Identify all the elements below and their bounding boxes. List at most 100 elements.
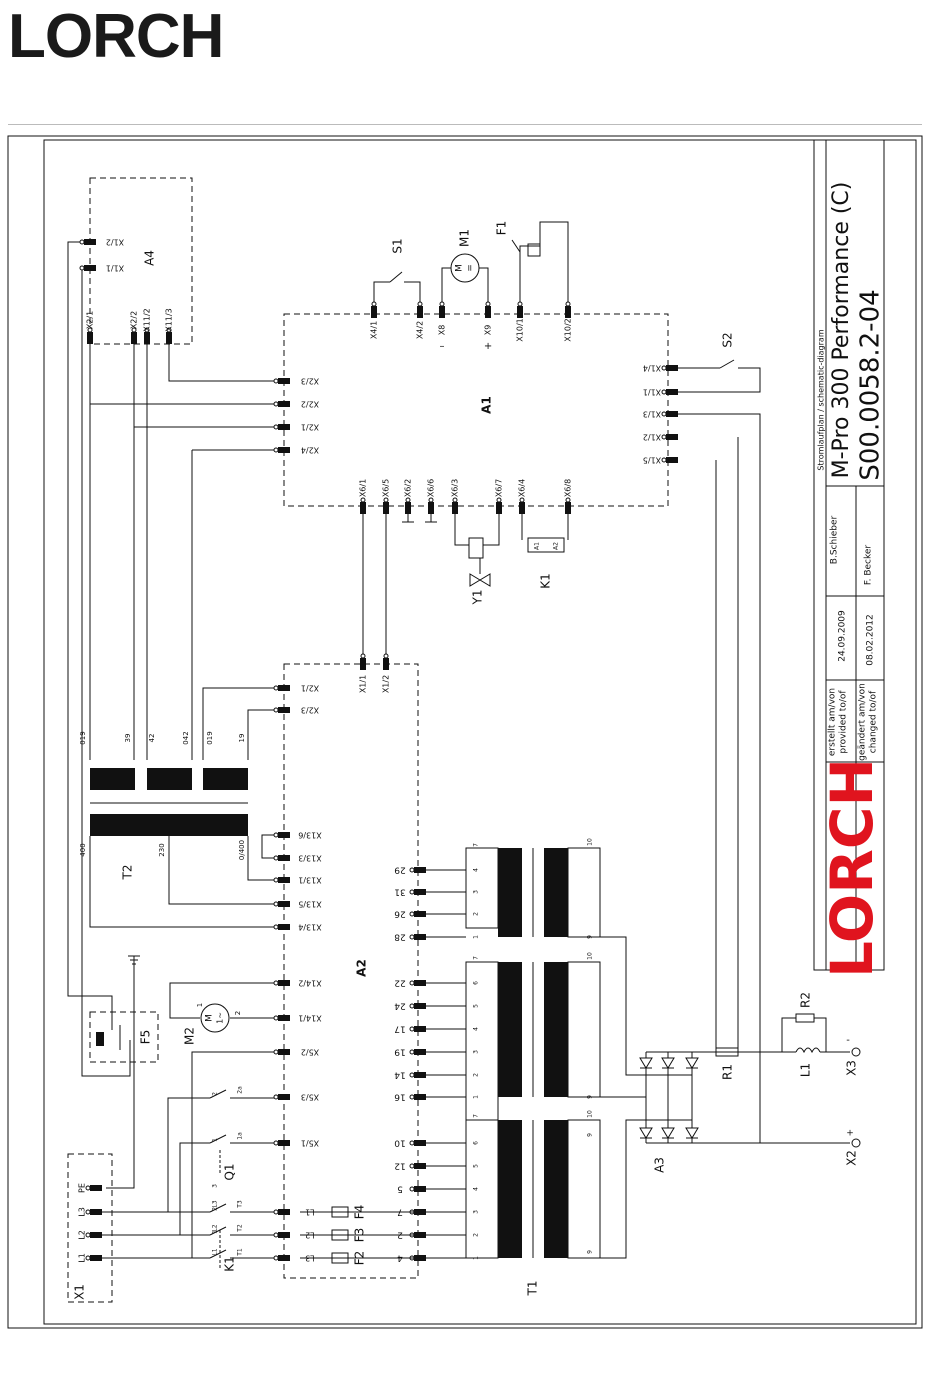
label: X13/1 xyxy=(298,876,321,885)
label: 7 xyxy=(473,843,480,847)
label: X5/3 xyxy=(301,1093,319,1102)
label: 9 xyxy=(587,935,594,939)
a1-bottom-term xyxy=(405,502,411,514)
terminal-ring xyxy=(273,401,279,407)
label: = xyxy=(466,264,476,272)
terminal-ring xyxy=(79,239,85,245)
label-a1: A1 xyxy=(480,396,494,414)
terminal-ring xyxy=(409,911,415,917)
terminal-ring xyxy=(409,1140,415,1146)
wire xyxy=(81,268,131,1077)
label: X8 xyxy=(438,325,447,336)
terminal-ring xyxy=(273,1255,279,1261)
label-r1: R1 xyxy=(721,1064,735,1080)
terminal-ring xyxy=(273,378,279,384)
a1-top-term xyxy=(517,306,523,318)
label: 230 xyxy=(158,843,166,856)
label: 2 xyxy=(212,1207,219,1211)
a4-term-x11_3 xyxy=(166,332,172,344)
module-a2-box xyxy=(283,663,419,1279)
wire xyxy=(168,344,278,382)
label: 10 xyxy=(394,1138,406,1148)
label: L2 xyxy=(212,1224,219,1231)
a2-right-term xyxy=(414,1163,426,1169)
label-r2: R2 xyxy=(799,992,813,1008)
wire xyxy=(781,1017,796,1052)
t2-core xyxy=(90,814,248,836)
label: L1 xyxy=(212,1248,219,1255)
label: 019 xyxy=(79,731,87,744)
label: A1 xyxy=(534,542,541,550)
inner-frame xyxy=(43,139,917,1325)
wire-s1 xyxy=(373,281,390,306)
diode xyxy=(685,1057,699,1069)
a2-left-term xyxy=(278,1232,290,1238)
label: T1 xyxy=(237,1248,244,1257)
label: X2/1 xyxy=(301,423,319,432)
wire xyxy=(167,1097,210,1212)
terminal-ring xyxy=(661,411,667,417)
a2-right-term xyxy=(414,1072,426,1078)
terminal-ring xyxy=(409,1186,415,1192)
a1-right-term xyxy=(666,434,678,440)
terminal-ring xyxy=(496,497,502,503)
label: 2a xyxy=(237,1086,244,1094)
a4-term-x2_2 xyxy=(131,332,137,344)
label: 17 xyxy=(394,1024,405,1034)
label: T3 xyxy=(237,1200,244,1209)
label: 29 xyxy=(394,865,406,875)
label: 9 xyxy=(587,1133,594,1137)
k1-coil xyxy=(527,537,565,553)
t2-core xyxy=(90,768,135,790)
diode xyxy=(661,1057,675,1069)
t1-core xyxy=(498,1120,522,1258)
label: X4/1 xyxy=(370,321,379,339)
label: M xyxy=(455,264,465,272)
terminal-x1-box xyxy=(67,1153,113,1303)
wire xyxy=(814,1017,827,1052)
a2-left-term xyxy=(278,1255,290,1261)
a1-bottom-term xyxy=(428,502,434,514)
terminal-ring xyxy=(452,497,458,503)
label: X11/3 xyxy=(165,308,174,331)
label: 2 xyxy=(212,1092,219,1096)
label-f5: F5 xyxy=(139,1030,153,1045)
s2-contact xyxy=(719,359,735,369)
label: 9 xyxy=(587,1250,594,1254)
label: + xyxy=(846,1129,854,1139)
label-f2: F2 xyxy=(353,1251,367,1266)
a2-left-term xyxy=(278,901,290,907)
a4-term-x11_2 xyxy=(144,332,150,344)
label-k1-coil: K1 xyxy=(539,573,553,589)
label: X6/3 xyxy=(451,479,460,497)
label: X1/5 xyxy=(643,456,661,465)
module-a4-box xyxy=(89,177,193,345)
a2-right-term xyxy=(414,911,426,917)
brand-logo: LORCH xyxy=(8,2,224,71)
label: X2/3 xyxy=(301,706,319,715)
label: 4 xyxy=(473,1027,480,1031)
label-q1: Q1 xyxy=(223,1163,237,1180)
wire-y1 xyxy=(454,514,469,546)
label: X13/6 xyxy=(298,831,321,840)
a2-right-term xyxy=(414,889,426,895)
label: 10 xyxy=(587,952,594,960)
label: 1~ xyxy=(216,1012,225,1024)
a2-left-term xyxy=(278,1049,290,1055)
label: 24 xyxy=(394,1001,406,1011)
header-rule xyxy=(8,124,922,125)
k1-contact xyxy=(209,1249,227,1259)
wire xyxy=(247,836,278,881)
tb-header: Stromlaufplan / schematic-diagram xyxy=(817,329,826,470)
a2-right-term xyxy=(414,867,426,873)
diode xyxy=(685,1127,699,1139)
t1-winding xyxy=(567,1119,601,1259)
wire xyxy=(89,836,278,928)
label: X11/2 xyxy=(143,308,152,331)
module-a1-box xyxy=(283,313,669,507)
shunt-r1 xyxy=(715,1047,739,1057)
tb-created-label: erstellt am/von xyxy=(828,688,838,756)
label: 7 xyxy=(473,956,480,960)
label: 3 xyxy=(473,890,480,894)
